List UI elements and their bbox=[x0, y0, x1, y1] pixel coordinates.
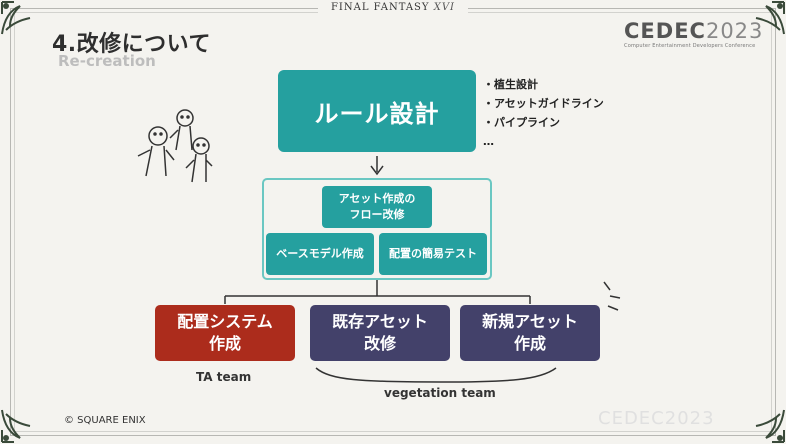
bullet-item: ・植生設計 bbox=[483, 78, 538, 91]
box-line: 作成 bbox=[208, 334, 241, 353]
rule-design-bullets: ・植生設計 ・アセットガイドライン ・パイプライン … bbox=[483, 75, 604, 151]
new-asset-box: 新規アセット 作成 bbox=[460, 305, 600, 361]
cedec-logo-year: 2023 bbox=[705, 19, 764, 43]
existing-asset-box: 既存アセット 改修 bbox=[310, 305, 450, 361]
logo-numeral: XVI bbox=[433, 2, 455, 13]
logo-text: FINAL FANTASY bbox=[330, 2, 430, 13]
box-line: 既存アセット bbox=[332, 312, 428, 331]
stick-figures-icon bbox=[137, 109, 213, 183]
box-line: 改修 bbox=[363, 334, 396, 353]
vegetation-team-label: vegetation team bbox=[384, 386, 496, 400]
box-line: 配置システム bbox=[177, 312, 273, 331]
cedec-watermark: CEDEC2023 bbox=[598, 408, 715, 429]
cedec-logo-fullname: Computer Entertainment Developers Confer… bbox=[624, 43, 756, 49]
base-model-box: ベースモデル作成 bbox=[266, 233, 374, 275]
placement-test-box: 配置の簡易テスト bbox=[379, 233, 487, 275]
box-line: 新規アセット bbox=[482, 312, 578, 331]
bullet-item: … bbox=[483, 135, 494, 148]
cedec-logo-name: CEDEC bbox=[624, 19, 706, 43]
copyright-text: © SQUARE ENIX bbox=[64, 415, 146, 426]
placement-system-box: 配置システム 作成 bbox=[155, 305, 295, 361]
corner-ornament-icon bbox=[1, 1, 31, 35]
cedec-logo: CEDEC2023 Computer Entertainment Develop… bbox=[624, 20, 774, 49]
ta-team-label: TA team bbox=[196, 370, 252, 384]
slide-subtitle: Re-creation bbox=[58, 52, 156, 70]
flow-line-1: アセット作成の bbox=[338, 192, 416, 205]
final-fantasy-logo: FINAL FANTASY XVI bbox=[318, 0, 468, 18]
corner-ornament-icon bbox=[755, 1, 785, 35]
corner-ornament-icon bbox=[755, 409, 785, 443]
bullet-item: ・アセットガイドライン bbox=[483, 97, 604, 110]
flow-revision-box: アセット作成の フロー改修 bbox=[322, 186, 432, 228]
corner-ornament-icon bbox=[1, 409, 31, 443]
rule-design-box: ルール設計 bbox=[278, 70, 476, 152]
flow-line-2: フロー改修 bbox=[349, 208, 405, 221]
slide-title: 4.改修について bbox=[52, 32, 212, 57]
bullet-item: ・パイプライン bbox=[483, 116, 560, 129]
box-line: 作成 bbox=[513, 334, 546, 353]
